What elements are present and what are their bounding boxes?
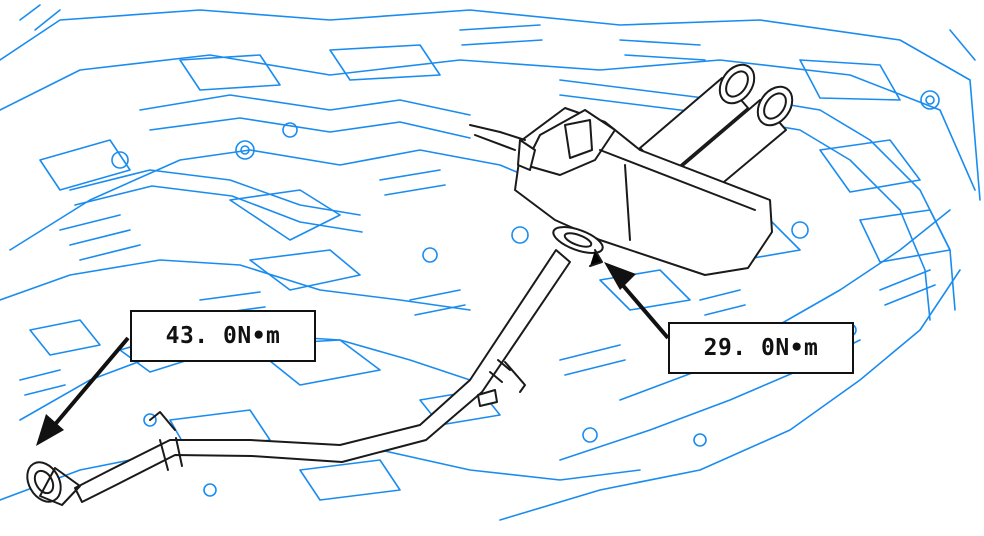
front-flange [26,461,81,506]
rear-muffler [469,107,773,276]
front-flange-arrow [50,336,130,430]
rear-clamp-arrowhead [604,262,636,290]
callout-arrows [36,262,670,446]
exhaust-assembly [26,63,794,506]
rear-clamp [552,226,604,267]
rear-clamp-arrow [618,280,670,340]
front-flange-torque-label: 43. 0N•m [130,310,316,362]
rear-clamp-torque-label: 29. 0N•m [668,322,854,374]
front-flange-arrowhead [36,414,64,446]
intermediate-pipe [74,249,571,503]
